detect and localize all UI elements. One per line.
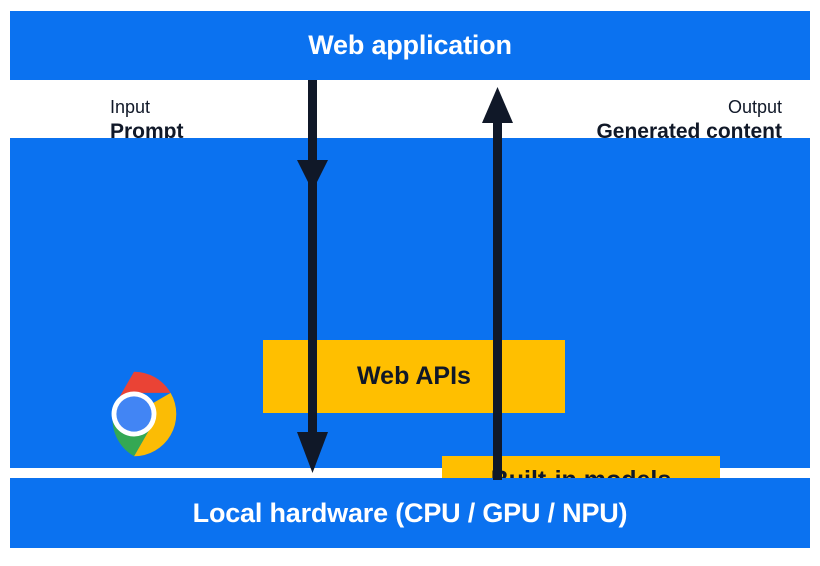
flow-output-value: Generated content [596, 120, 782, 144]
band-local-hardware: Local hardware (CPU / GPU / NPU) [10, 478, 810, 548]
arrow-up-icon [482, 87, 513, 480]
band-browser: Browser Web APIs Built-in models and run… [10, 138, 810, 535]
band-web-application-label: Web application [308, 30, 512, 60]
chrome-logo-icon [90, 370, 178, 458]
arrow-down-icon [297, 80, 328, 473]
flow-input-kind: Input [110, 97, 151, 117]
flow-label-output: Output Generated content [596, 96, 782, 146]
flow-output-kind: Output [727, 97, 782, 117]
band-web-application: Web application [10, 11, 810, 80]
box-web-apis-label: Web APIs [357, 362, 471, 391]
flow-label-input: Input Prompt [110, 96, 184, 146]
flow-input-value: Prompt [110, 120, 184, 144]
band-local-hardware-label: Local hardware (CPU / GPU / NPU) [192, 497, 628, 528]
